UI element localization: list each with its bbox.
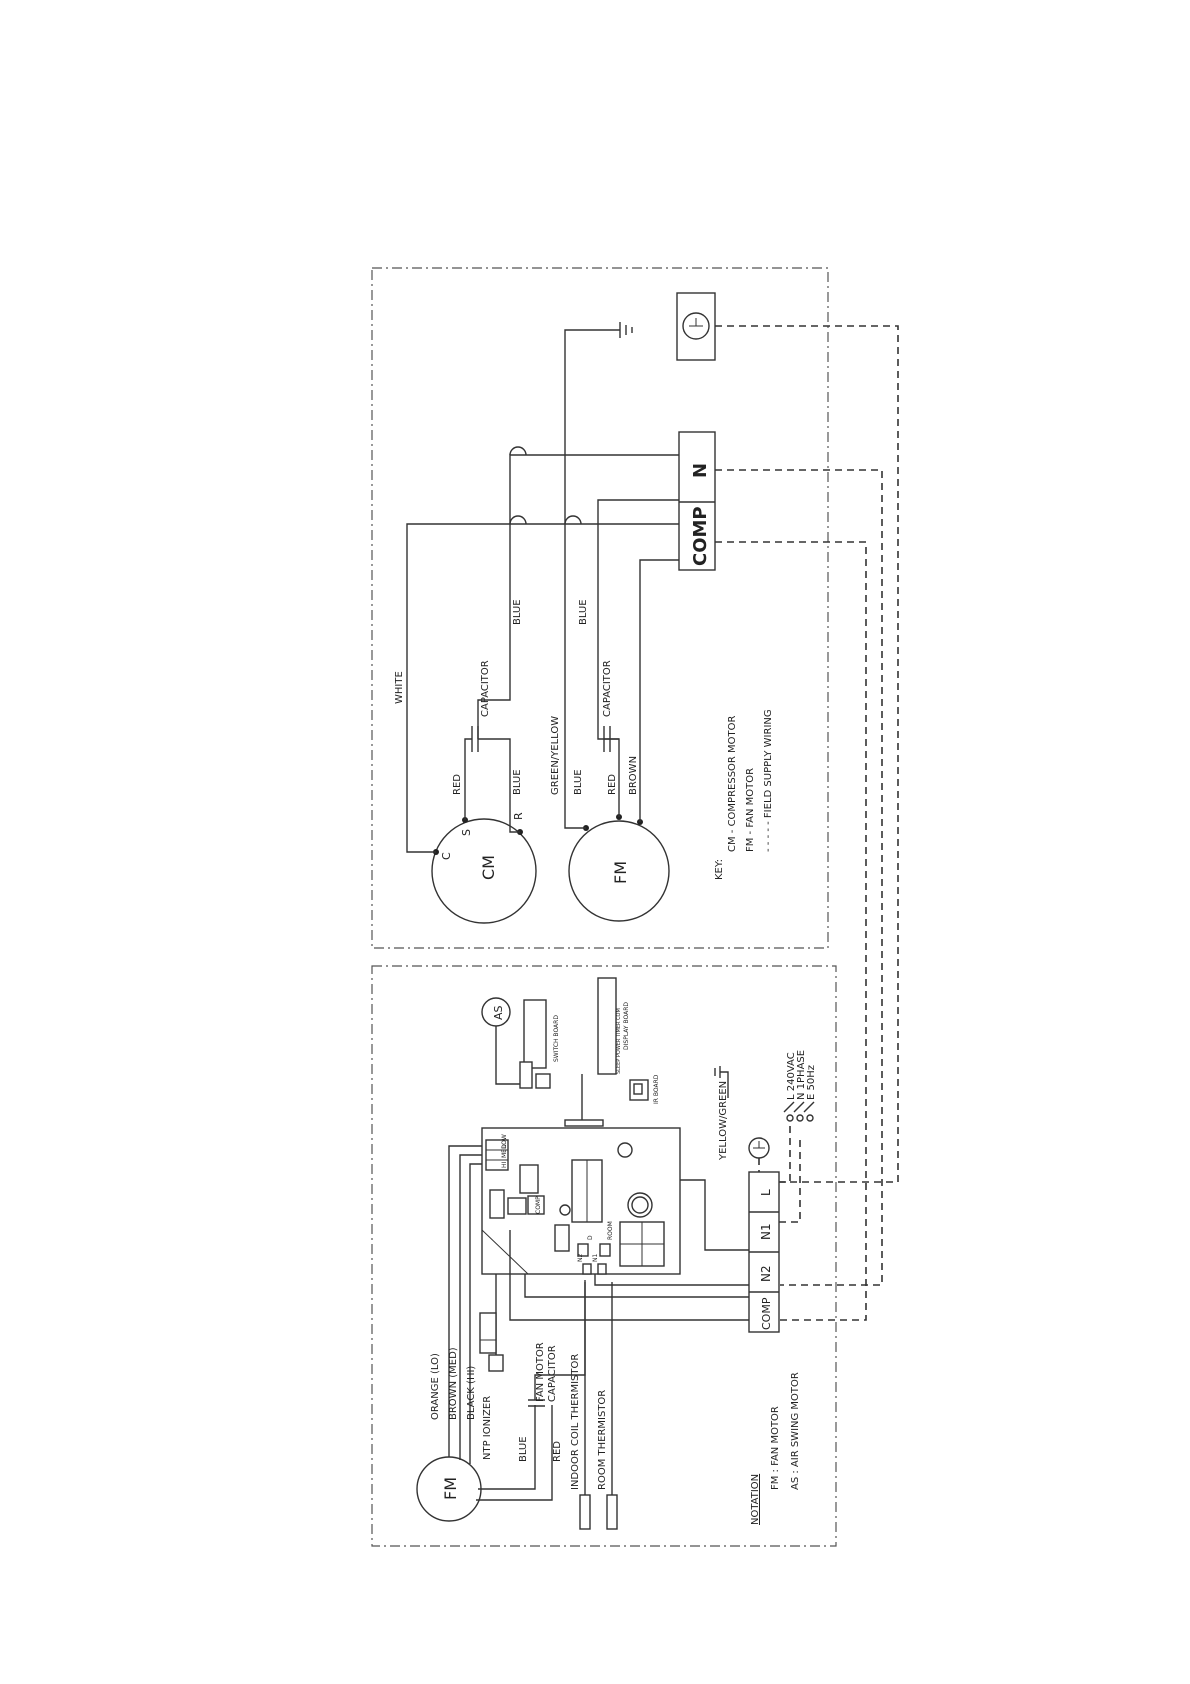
switch-board-label: SWITCH BOARD — [553, 1015, 560, 1062]
key-fan-motor: FM - FAN MOTOR — [745, 768, 756, 852]
ntp-ionizer-label: NTP IONIZER — [482, 1396, 493, 1460]
key-title: KEY: — [714, 859, 725, 880]
indoor-coil-thermistor-label: INDOOR COIL THERMISTOR — [570, 1354, 581, 1490]
outdoor-terminal-block — [678, 431, 716, 571]
wire-label-indoor-blue: BLUE — [518, 1436, 529, 1462]
outdoor-fan-motor-symbol — [568, 820, 670, 922]
indoor-terminal-n2: N2 — [759, 1265, 773, 1282]
notation-air-swing-motor: AS : AIR SWING MOTOR — [790, 1372, 801, 1490]
outdoor-terminal-comp: COMP — [690, 506, 711, 566]
key-compressor-motor: CM - COMPRESSOR MOTOR — [727, 715, 738, 852]
cm-terminal-r: R — [512, 812, 525, 820]
fan-motor-capacitor-label-1: FAN MOTOR — [535, 1342, 546, 1402]
indoor-unit-border — [371, 965, 837, 1547]
pcb-terminal-d: D — [587, 1235, 594, 1240]
supply-line-1: L 240VAC — [786, 1052, 797, 1100]
cm-terminal-s: S — [460, 829, 473, 836]
display-board-buttons: SLEEP POWER TIMER COM — [616, 1008, 622, 1074]
key-field-supply-wiring: - - - - - FIELD SUPPLY WIRING — [763, 709, 774, 852]
wire-label-green-yellow: GREEN/YELLOW — [550, 716, 561, 795]
pcb-terminal-med: MED — [501, 1144, 508, 1158]
indoor-terminal-n1: N1 — [759, 1223, 773, 1240]
capacitor-cm-label: CAPACITOR — [480, 660, 491, 717]
ir-board-label: IR BOARD — [653, 1074, 660, 1104]
wire-label-yellow-green: YELLOW/GREEN — [718, 1081, 729, 1161]
display-board — [597, 977, 617, 1075]
display-board-label: DISPLAY BOARD — [623, 1002, 630, 1050]
wire-label-black: BLACK (HI) — [466, 1366, 477, 1420]
capacitor-fm-label: CAPACITOR — [602, 660, 613, 717]
outdoor-terminal-n: N — [690, 463, 711, 478]
supply-line-2: N 1PHASE — [796, 1050, 807, 1100]
wire-label-brown: BROWN (MED) — [448, 1347, 459, 1420]
field-supply-wiring — [715, 325, 899, 1321]
indoor-terminal-l: L — [759, 1189, 773, 1196]
wire-label-indoor-red: RED — [552, 1441, 563, 1462]
indoor-fan-motor-label: FM — [441, 1477, 460, 1500]
wire-label-fm-blue-2: BLUE — [578, 599, 589, 625]
wire-label-fm-blue: BLUE — [573, 769, 584, 795]
pcb-terminal-n2: N2 — [577, 1254, 584, 1262]
indoor-terminal-comp: COMP — [760, 1297, 773, 1330]
pcb-terminal-hi: HI — [501, 1161, 508, 1168]
supply-line-3: E 50Hz — [806, 1065, 817, 1100]
pcb-terminal-low: LOW — [501, 1134, 508, 1148]
pcb-terminal-n1: N1 — [592, 1254, 599, 1262]
notation-title: NOTATION — [750, 1474, 761, 1525]
wire-label-white: WHITE — [394, 671, 405, 704]
wire-label-fm-red: RED — [607, 774, 618, 795]
wire-label-cm-red: RED — [452, 774, 463, 795]
compressor-motor-symbol — [431, 818, 537, 924]
room-thermistor-label: ROOM THERMISTOR — [597, 1390, 608, 1490]
wire-label-cm-blue-2: BLUE — [512, 599, 523, 625]
wire-label-orange: ORANGE (LO) — [430, 1353, 441, 1420]
outdoor-unit-border — [371, 267, 829, 949]
indoor-unit: FM ORANGE (LO) BROWN (MED) BLACK (HI) NT… — [371, 965, 837, 1547]
pcb-terminal-room: ROOM — [607, 1221, 614, 1240]
switch-board — [523, 999, 547, 1069]
pcb-terminal-comp: COMP — [535, 1196, 542, 1214]
compressor-motor-label: CM — [479, 855, 498, 880]
cm-terminal-c: C — [440, 852, 453, 860]
outdoor-unit: CM C S R FM WHITE RED BLUE CAPACITOR BLU… — [371, 267, 829, 949]
air-swing-motor-label: AS — [492, 1005, 505, 1020]
outdoor-fan-motor-label: FM — [611, 861, 630, 884]
fan-motor-capacitor-label-2: CAPACITOR — [547, 1345, 558, 1402]
notation-fan-motor: FM : FAN MOTOR — [770, 1406, 781, 1490]
wire-label-cm-blue: BLUE — [512, 769, 523, 795]
wire-label-fm-brown: BROWN — [628, 756, 639, 795]
